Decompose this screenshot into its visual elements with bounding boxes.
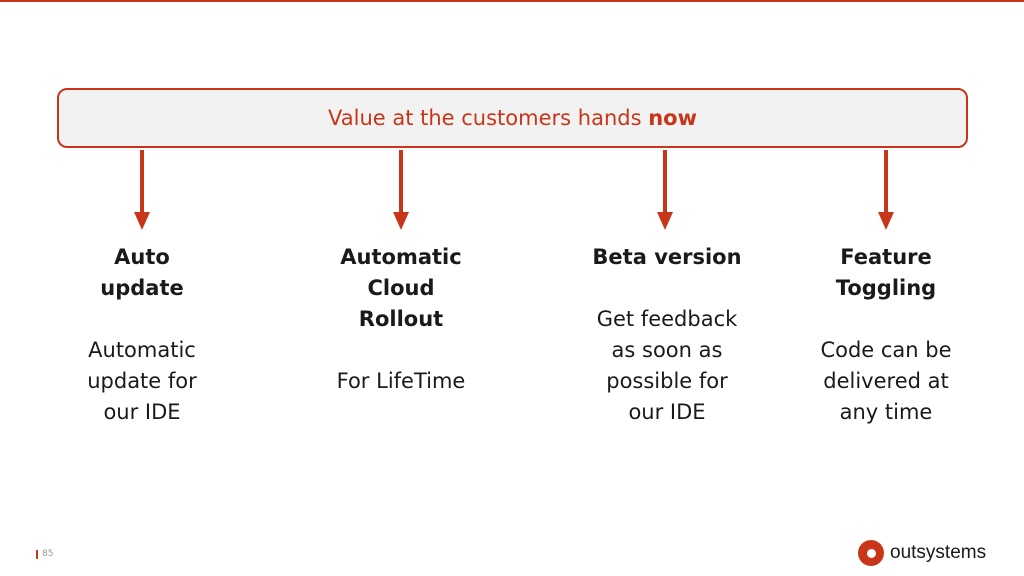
outsystems-logo: outsystems bbox=[858, 540, 986, 566]
logo-wordmark: outsystems bbox=[890, 542, 987, 563]
desc-line: our IDE bbox=[103, 400, 181, 424]
outsystems-logo-icon bbox=[858, 540, 884, 566]
title-line: Auto bbox=[114, 245, 170, 269]
arrow-4 bbox=[878, 150, 894, 230]
column-automatic-cloud-rollout: Automatic Cloud Rollout For LifeTime bbox=[311, 242, 491, 397]
desc-line: delivered at bbox=[823, 369, 949, 393]
desc-line: update for bbox=[87, 369, 197, 393]
title-line: Beta version bbox=[592, 245, 742, 269]
column-auto-update: Auto update Automatic update for our IDE bbox=[62, 242, 222, 428]
title-line: Cloud bbox=[367, 276, 435, 300]
title-line: Rollout bbox=[358, 307, 444, 331]
column-feature-toggling: Feature Toggling Code can be delivered a… bbox=[796, 242, 976, 428]
page-number-marker bbox=[36, 549, 38, 559]
column-title: Feature Toggling bbox=[796, 242, 976, 304]
arrow-2 bbox=[393, 150, 409, 230]
desc-line: Get feedback bbox=[596, 307, 738, 331]
desc-line: For LifeTime bbox=[336, 369, 466, 393]
desc-line: any time bbox=[839, 400, 933, 424]
title-line: Feature bbox=[840, 245, 932, 269]
desc-line: Code can be bbox=[820, 338, 952, 362]
arrow-3 bbox=[657, 150, 673, 230]
column-description: Code can be delivered at any time bbox=[796, 335, 976, 428]
column-description: Automatic update for our IDE bbox=[62, 335, 222, 428]
title-line: Toggling bbox=[835, 276, 937, 300]
banner-text: Value at the customers hands now bbox=[328, 106, 697, 130]
desc-line: our IDE bbox=[628, 400, 706, 424]
column-beta-version: Beta version Get feedback as soon as pos… bbox=[572, 242, 762, 428]
top-rule bbox=[0, 0, 1024, 2]
arrow-1 bbox=[134, 150, 150, 230]
desc-line: as soon as bbox=[611, 338, 723, 362]
desc-line: possible for bbox=[606, 369, 728, 393]
value-banner: Value at the customers hands now bbox=[57, 88, 968, 148]
column-description: For LifeTime bbox=[311, 366, 491, 397]
column-title: Auto update bbox=[62, 242, 222, 304]
column-title: Beta version bbox=[572, 242, 762, 273]
title-line: Automatic bbox=[340, 245, 462, 269]
page-number-text: 85 bbox=[42, 549, 54, 559]
banner-text-bold: now bbox=[648, 106, 697, 130]
banner-text-prefix: Value at the customers hands bbox=[328, 106, 649, 130]
desc-line: Automatic bbox=[88, 338, 196, 362]
column-description: Get feedback as soon as possible for our… bbox=[572, 304, 762, 428]
title-line: update bbox=[100, 276, 184, 300]
page-number: 85 bbox=[36, 549, 53, 559]
column-title: Automatic Cloud Rollout bbox=[311, 242, 491, 335]
